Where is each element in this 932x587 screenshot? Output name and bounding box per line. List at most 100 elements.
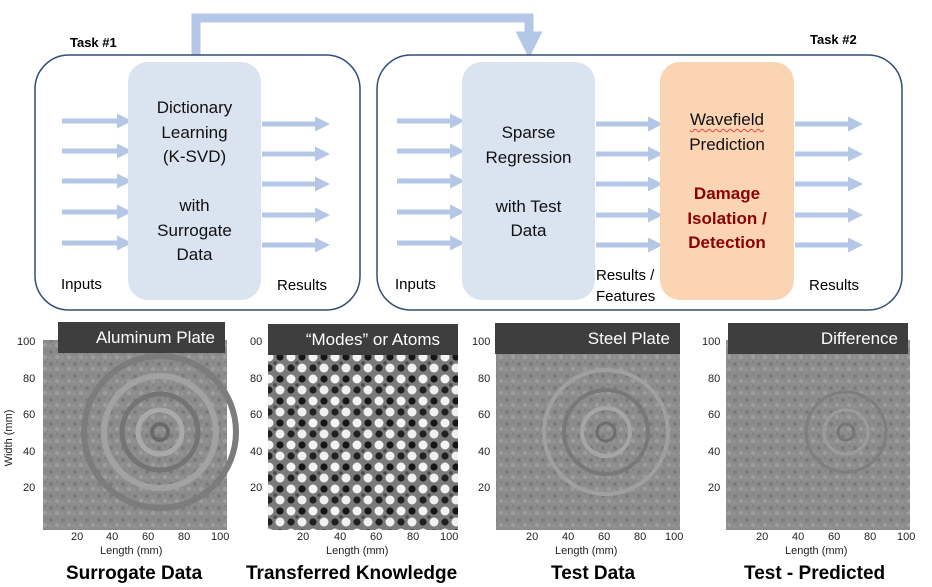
- x-tick: 100: [211, 531, 230, 543]
- box-line: (K-SVD): [162, 147, 227, 166]
- y-tick: 100: [17, 336, 36, 348]
- box-line: Damage: [693, 184, 761, 203]
- x-tick: 100: [440, 531, 459, 543]
- wavefield-word: Wavefield: [689, 110, 764, 129]
- panel4-x-axis-label: Length (mm): [785, 545, 848, 557]
- panel3-strip: Steel Plate: [495, 323, 680, 354]
- task2-results-features-label: Results / Features: [596, 265, 655, 307]
- box-line: Surrogate: [157, 220, 232, 240]
- y-tick: 80: [708, 373, 721, 385]
- x-tick: 80: [178, 531, 191, 543]
- dictionary-learning-box: [128, 62, 261, 300]
- strip-label: Steel Plate: [587, 329, 670, 348]
- x-tick: 60: [142, 531, 155, 543]
- panel-difference-image: [726, 340, 910, 530]
- y-tick: 20: [478, 482, 491, 494]
- panel-test-image: [496, 340, 680, 530]
- task2-results-label: Results: [809, 277, 860, 294]
- x-tick: 60: [598, 531, 611, 543]
- panel-atoms-image: [268, 340, 458, 530]
- box-line: Learning: [161, 122, 228, 142]
- y-tick: 80: [250, 373, 263, 385]
- task2-inputs-label: Inputs: [395, 276, 436, 293]
- panel2-x-axis-label: Length (mm): [326, 545, 389, 557]
- task1-output-arrows: [262, 116, 331, 253]
- y-tick: 40: [478, 446, 491, 458]
- y-tick: 80: [23, 373, 36, 385]
- x-tick: 40: [792, 531, 805, 543]
- box-line: Prediction: [689, 134, 765, 154]
- x-tick: 60: [370, 531, 383, 543]
- caption-test-data: Test Data: [551, 563, 636, 584]
- panel3-x-axis-label: Length (mm): [555, 545, 618, 557]
- task1-results-label: Results: [277, 277, 328, 294]
- x-tick: 40: [562, 531, 575, 543]
- box-line: [128, 170, 261, 195]
- dictionary-learning-text: Dictionary Learning (K-SVD) with Surroga…: [128, 96, 261, 268]
- box-line: Isolation /: [687, 208, 767, 228]
- task1-input-arrows: [62, 113, 133, 251]
- wavefield-prediction-box: [660, 62, 794, 300]
- panel4-strip: Difference: [728, 323, 908, 354]
- wavefield-prediction-text: Wavefield Prediction: [660, 108, 794, 157]
- x-tick: 80: [407, 531, 420, 543]
- task1-label: Task #1: [70, 35, 117, 50]
- strip-label: Aluminum Plate: [95, 328, 215, 347]
- task2-label: Task #2: [810, 32, 857, 47]
- x-tick: 100: [897, 531, 916, 543]
- x-tick: 80: [864, 531, 877, 543]
- x-tick: 100: [665, 531, 684, 543]
- x-tick: 80: [634, 531, 647, 543]
- y-tick: 00: [250, 336, 263, 348]
- y-tick: 40: [23, 446, 36, 458]
- box-line: with Test: [495, 196, 562, 216]
- box-line: Data: [510, 221, 547, 240]
- sparse-regression-text: Sparse Regression with Test Data: [462, 121, 595, 244]
- panel1-x-axis-label: Length (mm): [100, 545, 163, 557]
- x-tick: 60: [828, 531, 841, 543]
- caption-transferred-knowledge: Transferred Knowledge: [246, 563, 458, 584]
- box-line: Detection: [688, 233, 766, 252]
- task2-input-arrows: [397, 113, 466, 251]
- caption-test-predicted: Test - Predicted: [744, 563, 886, 584]
- damage-detection-text: Damage Isolation / Detection: [660, 182, 794, 256]
- y-tick: 40: [708, 446, 721, 458]
- box-line: Dictionary: [156, 98, 233, 117]
- x-tick: 20: [71, 531, 84, 543]
- box-line: Data: [176, 245, 213, 264]
- label-line: Results /: [596, 267, 655, 284]
- y-tick: 20: [250, 482, 263, 494]
- box-line: [462, 170, 595, 195]
- panel1-y-axis-label: Width (mm): [3, 409, 15, 467]
- box-line: Sparse: [501, 123, 556, 142]
- label-line: Features: [596, 288, 656, 305]
- y-tick: 20: [708, 482, 721, 494]
- y-tick: 60: [23, 409, 36, 421]
- box-line: Wavefield: [660, 108, 794, 133]
- task1-inputs-label: Inputs: [61, 276, 102, 293]
- panel2-strip: “Modes” or Atoms: [268, 324, 458, 355]
- transfer-connector-arrow: [191, 13, 543, 62]
- y-tick: 60: [250, 409, 263, 421]
- y-tick: 20: [23, 482, 36, 494]
- strip-label: Difference: [820, 329, 898, 348]
- x-tick: 40: [106, 531, 119, 543]
- y-tick: 100: [472, 336, 491, 348]
- x-tick: 20: [526, 531, 539, 543]
- y-tick: 40: [250, 446, 263, 458]
- x-tick: 20: [297, 531, 310, 543]
- strip-label: “Modes” or Atoms: [305, 330, 440, 349]
- y-tick: 60: [708, 409, 721, 421]
- y-tick: 80: [478, 373, 491, 385]
- task2-output-arrows: [795, 116, 864, 253]
- y-tick: 60: [478, 409, 491, 421]
- box-line: with: [179, 196, 210, 215]
- panel1-strip: Aluminum Plate: [58, 322, 225, 353]
- task2-feature-arrows: [596, 116, 664, 253]
- sparse-regression-box: [462, 62, 595, 300]
- x-tick: 20: [756, 531, 769, 543]
- y-tick: 100: [702, 336, 721, 348]
- caption-surrogate-data: Surrogate Data: [66, 563, 203, 584]
- panel-surrogate-image: [43, 340, 239, 530]
